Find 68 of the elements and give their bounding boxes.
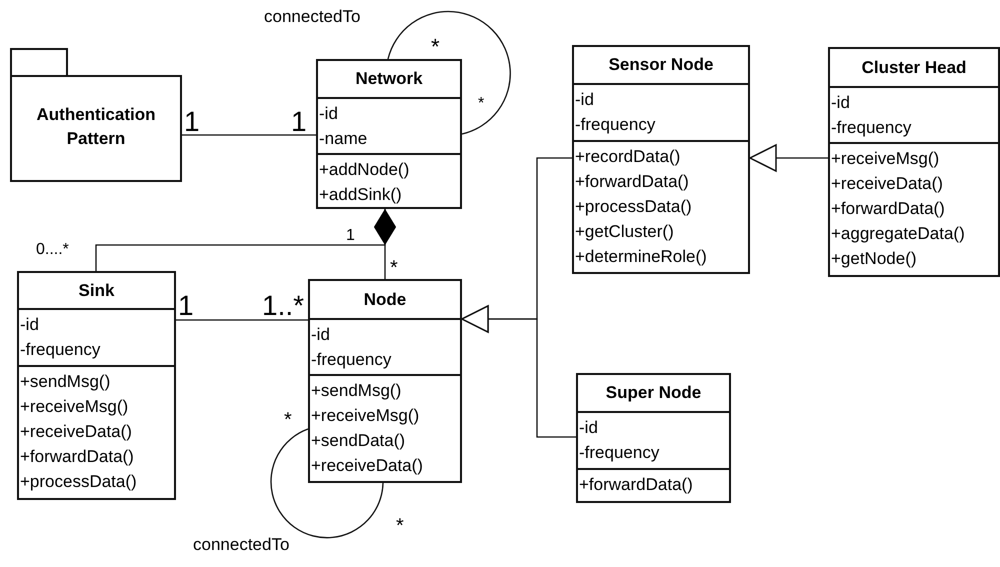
- attribute-text: -id: [579, 417, 598, 439]
- generalization-arrow: [749, 144, 828, 172]
- attribute-text: -frequency: [311, 349, 392, 371]
- operation-text: +forwardData(): [575, 171, 689, 193]
- operation-text: +determineRole(): [575, 246, 707, 268]
- composition-line: [95, 209, 396, 271]
- association-line: [387, 10, 511, 135]
- operation-text: +processData(): [575, 196, 692, 218]
- operation-text: +aggregateData(): [831, 223, 965, 245]
- operation-text: +receiveMsg(): [831, 148, 940, 170]
- multiplicity-label: *: [431, 36, 440, 58]
- class-name: Node: [364, 290, 406, 310]
- association-line: [182, 134, 316, 136]
- operation-text: +sendData(): [311, 430, 406, 452]
- generalization-arrow: [461, 305, 576, 438]
- class-box: [316, 59, 462, 209]
- multiplicity-label: 0....*: [36, 242, 69, 258]
- operation-text: +getCluster(): [575, 221, 674, 243]
- multiplicity-label: *: [478, 96, 484, 112]
- multiplicity-label: *: [396, 516, 404, 536]
- edge-label: connectedTo: [264, 8, 360, 25]
- package-name: Authentication Pattern: [36, 104, 156, 150]
- association-line: [176, 319, 308, 321]
- operation-text: +forwardData(): [20, 446, 134, 468]
- edge-label: connectedTo: [193, 536, 290, 553]
- attribute-text: -frequency: [20, 339, 100, 361]
- class-box: [576, 373, 731, 503]
- attribute-text: -id: [311, 324, 330, 346]
- multiplicity-label: 1: [178, 292, 194, 320]
- multiplicity-label: 1: [291, 108, 307, 136]
- attribute-text: -id: [20, 314, 39, 336]
- multiplicity-label: 1: [184, 108, 200, 136]
- operation-text: +processData(): [20, 471, 137, 493]
- multiplicity-label: 1: [346, 228, 355, 244]
- attribute-text: -id: [831, 92, 850, 114]
- multiplicity-label: *: [390, 258, 398, 278]
- operation-text: +receiveMsg(): [311, 405, 420, 427]
- class-name: Cluster Head: [862, 58, 966, 78]
- operation-text: +forwardData(): [579, 474, 693, 496]
- operation-text: +addSink(): [319, 184, 402, 206]
- attribute-text: -id: [319, 103, 338, 126]
- operation-text: +sendMsg(): [20, 371, 110, 393]
- class-name: Sink: [78, 280, 114, 300]
- multiplicity-label: *: [284, 410, 292, 430]
- association-line: [270, 428, 384, 538]
- attribute-text: -frequency: [575, 114, 656, 136]
- class-box: [17, 271, 176, 500]
- multiplicity-label: 1..*: [262, 292, 304, 320]
- operation-text: +receiveData(): [311, 455, 423, 477]
- attribute-text: -frequency: [831, 117, 912, 139]
- class-box: [572, 45, 750, 274]
- class-box: [828, 47, 1000, 277]
- operation-text: +receiveData(): [831, 173, 943, 195]
- operation-text: +sendMsg(): [311, 380, 402, 402]
- class-box: [308, 279, 462, 483]
- operation-text: +forwardData(): [831, 198, 945, 220]
- attribute-text: -id: [575, 89, 594, 111]
- attribute-text: -name: [319, 128, 368, 150]
- operation-text: +receiveData(): [20, 421, 132, 443]
- operation-text: +recordData(): [575, 146, 680, 168]
- class-name: Network: [355, 69, 423, 90]
- operation-text: +getNode(): [831, 248, 917, 270]
- package-box: [10, 48, 182, 182]
- class-name: Sensor Node: [608, 55, 714, 75]
- operation-text: +receiveMsg(): [20, 396, 128, 418]
- attribute-text: -frequency: [579, 442, 660, 464]
- class-name: Super Node: [606, 383, 702, 403]
- operation-text: +addNode(): [319, 159, 410, 181]
